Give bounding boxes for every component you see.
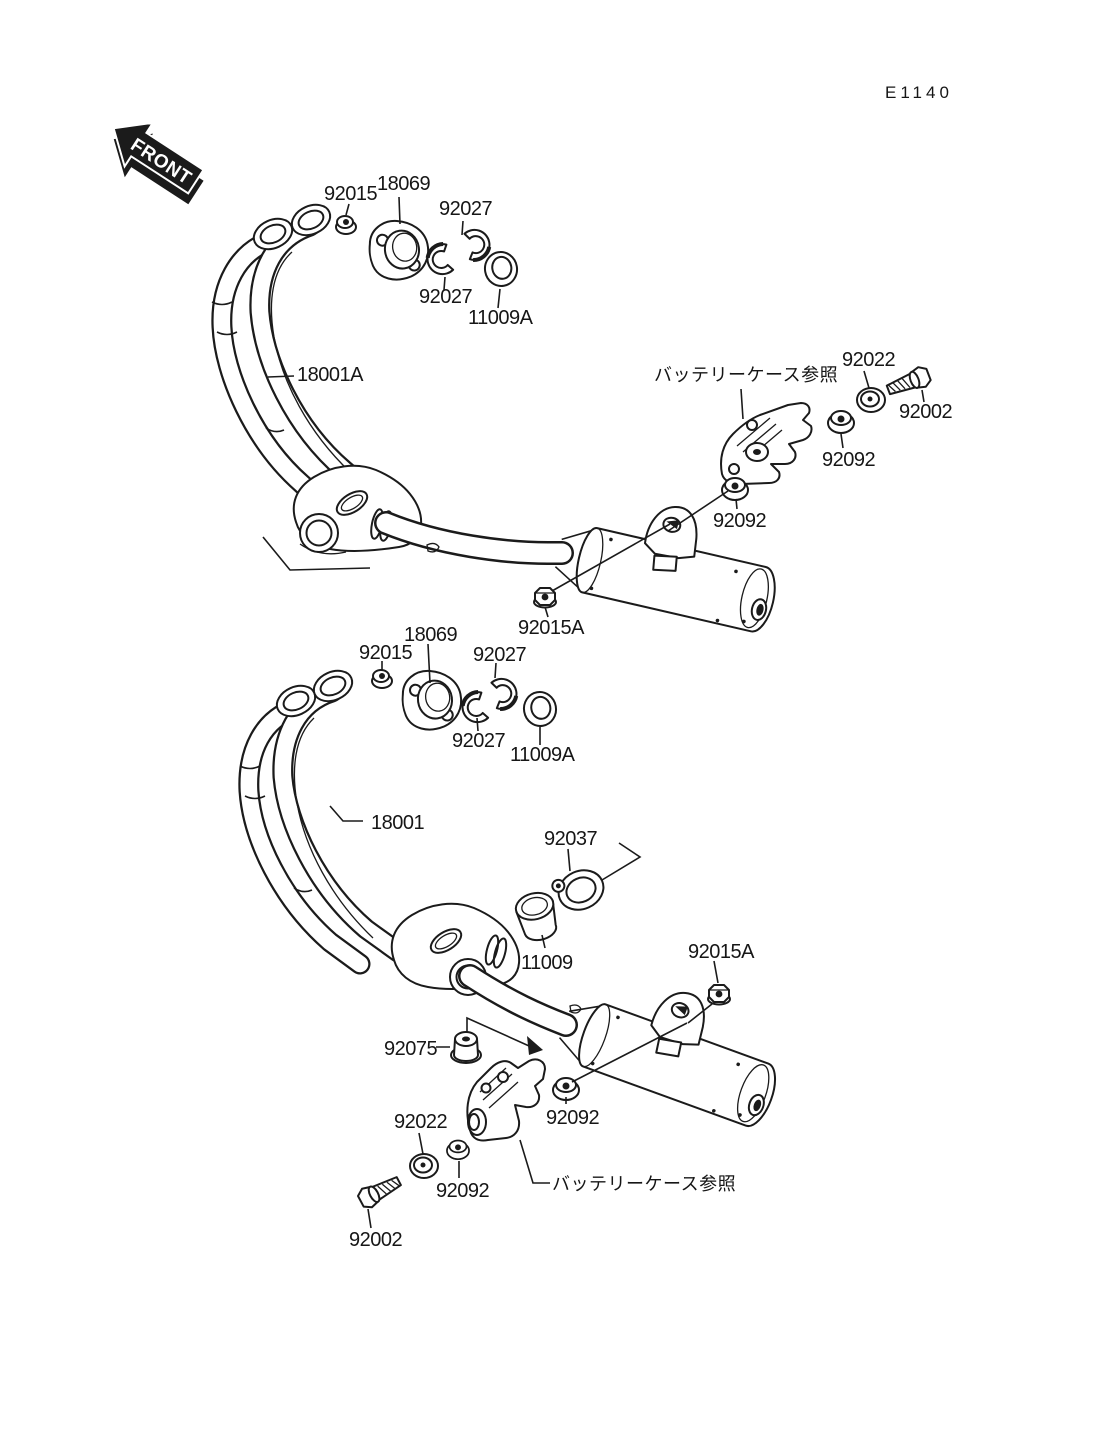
part-label-battery-case-ref-upper: バッテリーケース参照 xyxy=(654,365,839,385)
bracket-lower xyxy=(466,1058,546,1142)
holder-18069-upper xyxy=(364,215,433,285)
header-pipes-upper xyxy=(211,198,383,517)
part-label-92092-lower-washer: 92092 xyxy=(436,1180,490,1202)
part-label-92015-lower: 92015 xyxy=(359,642,413,664)
grommet-92092-lower-washer xyxy=(446,1139,470,1161)
part-label-18069-lower: 18069 xyxy=(404,624,458,646)
part-label-92092-upper-bracket: 92092 xyxy=(822,449,876,471)
part-label-92092-lower-bracket: 92092 xyxy=(546,1107,600,1129)
main-pipe-upper xyxy=(374,511,574,565)
part-label-92092-upper-muffler: 92092 xyxy=(713,510,767,532)
washer-92022-upper xyxy=(856,387,886,413)
bolt-92002-lower xyxy=(354,1170,405,1212)
grommet-92092-upper-muffler xyxy=(721,477,749,501)
gasket-11009A-upper xyxy=(481,248,521,290)
lead-lines-lower xyxy=(329,643,719,1229)
part-label-battery-case-ref-lower: バッテリーケース参照 xyxy=(552,1174,737,1194)
keeper-92027-lower-a xyxy=(457,688,491,728)
collector-pointer-upper xyxy=(262,536,371,571)
holder-18069-lower xyxy=(397,665,466,735)
muffler-lower xyxy=(552,955,797,1132)
part-label-92022-lower: 92022 xyxy=(394,1111,448,1133)
damper-92075 xyxy=(450,1031,482,1064)
damper-pointer-line xyxy=(466,1016,539,1051)
header-pipes-lower xyxy=(238,664,409,975)
exhaust-system-lower xyxy=(238,664,797,1132)
keeper-92027-lower-b xyxy=(489,674,522,713)
front-direction-arrow: FRONT xyxy=(112,121,205,205)
grommet-92092-upper-bracket xyxy=(827,410,855,434)
clamp-92037 xyxy=(549,862,611,919)
part-label-92022-upper: 92022 xyxy=(842,349,896,371)
nut-92015-upper xyxy=(335,215,357,235)
main-pipe-lower xyxy=(458,964,582,1037)
washer-92022-lower xyxy=(409,1153,439,1179)
nut-92015-lower xyxy=(371,669,393,689)
part-label-18001A: 18001A xyxy=(297,364,363,386)
damper-pointer-tip xyxy=(527,1036,543,1055)
muffler-upper xyxy=(550,482,791,636)
part-label-18001: 18001 xyxy=(371,812,425,834)
page-code: E1140 xyxy=(885,83,953,102)
part-label-92015-upper: 92015 xyxy=(324,183,378,205)
bushing-11009 xyxy=(512,888,563,945)
part-label-92002-upper: 92002 xyxy=(899,401,953,423)
part-label-92075: 92075 xyxy=(384,1038,438,1060)
part-label-92015A-upper: 92015A xyxy=(518,617,584,639)
part-label-11009A-lower: 11009A xyxy=(510,744,575,766)
lead-lines-upper xyxy=(267,196,925,618)
bracket-upper xyxy=(720,402,813,485)
keeper-92027-upper-b xyxy=(462,225,495,264)
part-label-92002-lower: 92002 xyxy=(349,1229,403,1251)
part-label-92027-upper-b: 92027 xyxy=(419,286,473,308)
part-label-11009A-upper: 11009A xyxy=(468,307,533,329)
gasket-11009A-lower xyxy=(520,688,560,730)
part-label-92027-lower-a: 92027 xyxy=(473,644,527,666)
nut-92015A-lower xyxy=(707,984,731,1006)
exhaust-system-upper xyxy=(211,198,791,636)
part-label-92027-upper-a: 92027 xyxy=(439,198,493,220)
part-label-92037: 92037 xyxy=(544,828,598,850)
part-label-92015A-lower: 92015A xyxy=(688,941,754,963)
part-label-18069-upper: 18069 xyxy=(377,173,431,195)
pointer-chevron-lower xyxy=(601,842,642,881)
part-label-92027-lower-b: 92027 xyxy=(452,730,506,752)
part-label-11009: 11009 xyxy=(521,952,573,974)
